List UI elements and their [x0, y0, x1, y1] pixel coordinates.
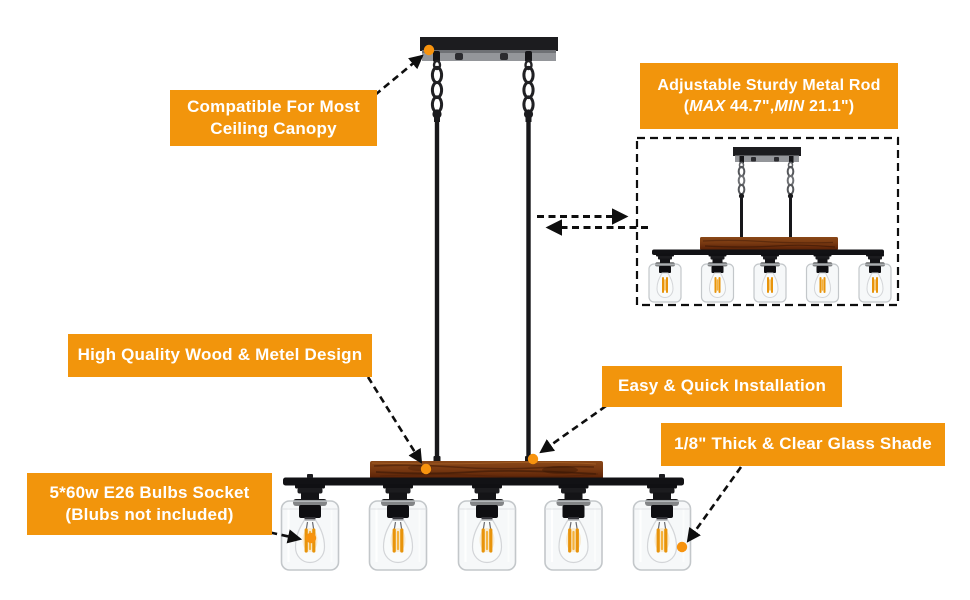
callout-text-italic: MIN	[774, 98, 805, 115]
callout-line: 1/8" Thick & Clear Glass Shade	[674, 434, 932, 454]
callout-line: 5*60w E26 Bulbs Socket	[49, 482, 250, 502]
callout-line: (Blubs not included)	[65, 505, 234, 524]
metal-support-bar	[283, 474, 684, 486]
callout-arrows	[258, 54, 743, 544]
callout-bulb-socket: 5*60w E26 Bulbs Socket (Blubs not includ…	[27, 473, 272, 535]
callout-glass-shade: 1/8" Thick & Clear Glass Shade	[661, 423, 945, 466]
callout-line: Compatible For Most	[187, 96, 360, 116]
callout-adjustable-rod: Adjustable Sturdy Metal Rod (MAX 44.7",M…	[640, 63, 898, 129]
hanging-chain-and-rod-right	[522, 59, 535, 467]
callout-line: (MAX 44.7",MIN 21.1")	[684, 96, 855, 117]
callout-line: Ceiling Canopy	[210, 119, 337, 138]
hanging-chain-and-rod-left	[430, 59, 444, 467]
callout-text: (	[683, 98, 690, 115]
inset-preview-box	[635, 136, 900, 307]
wood-beam	[370, 461, 603, 479]
callout-text: 21.1")	[804, 98, 855, 115]
callout-text: 44.7",	[725, 98, 775, 115]
callout-line: Easy & Quick Installation	[617, 376, 827, 396]
callout-text-italic: MAX	[689, 98, 726, 115]
ceiling-canopy	[420, 37, 558, 62]
callout-line: Adjustable Sturdy Metal Rod	[657, 76, 881, 94]
anchor-dots	[305, 44, 688, 553]
callout-wood-metal-design: High Quality Wood & Metel Design	[68, 334, 372, 377]
glass-shade-lamps	[279, 482, 693, 572]
inset-fixture	[648, 147, 892, 303]
callout-line: High Quality Wood & Metel Design	[77, 345, 363, 365]
callout-ceiling-canopy: Compatible For Most Ceiling Canopy	[170, 90, 377, 146]
callout-easy-installation: Easy & Quick Installation	[602, 366, 842, 407]
